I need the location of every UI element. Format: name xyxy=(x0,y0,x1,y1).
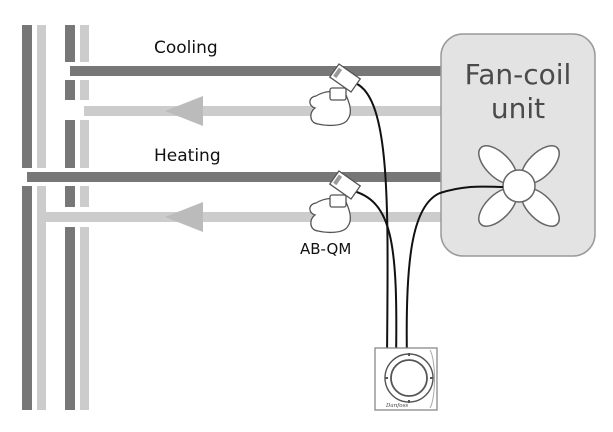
actuator-icon xyxy=(328,170,362,200)
heating-supply-pipe xyxy=(27,172,442,182)
flow-arrow-icon xyxy=(165,96,203,126)
cooling-return-pipe xyxy=(84,106,442,116)
valve-icon xyxy=(309,194,352,234)
actuator-icon xyxy=(328,63,362,93)
fan-coil-title-line2: unit xyxy=(490,92,546,125)
cooling-label: Cooling xyxy=(154,38,218,58)
cooling-supply-pipe xyxy=(70,66,442,76)
valve-icon xyxy=(309,87,352,127)
heating-return-pipe xyxy=(40,212,442,222)
fan-coil-title: Fan-coil unit xyxy=(441,58,595,126)
thermostat-brand-mark: Danfoss xyxy=(385,403,408,409)
control-wires xyxy=(349,81,504,361)
fan-icon xyxy=(478,145,560,227)
fan-coil-title-line1: Fan-coil xyxy=(464,58,572,91)
fan-coil-unit xyxy=(440,33,596,257)
riser-supply-left xyxy=(22,25,32,410)
heating-label: Heating xyxy=(154,146,221,166)
flow-arrow-icon xyxy=(165,202,203,232)
valve-label: AB-QM xyxy=(300,240,352,258)
thermostat-icon: Danfoss xyxy=(374,347,438,411)
